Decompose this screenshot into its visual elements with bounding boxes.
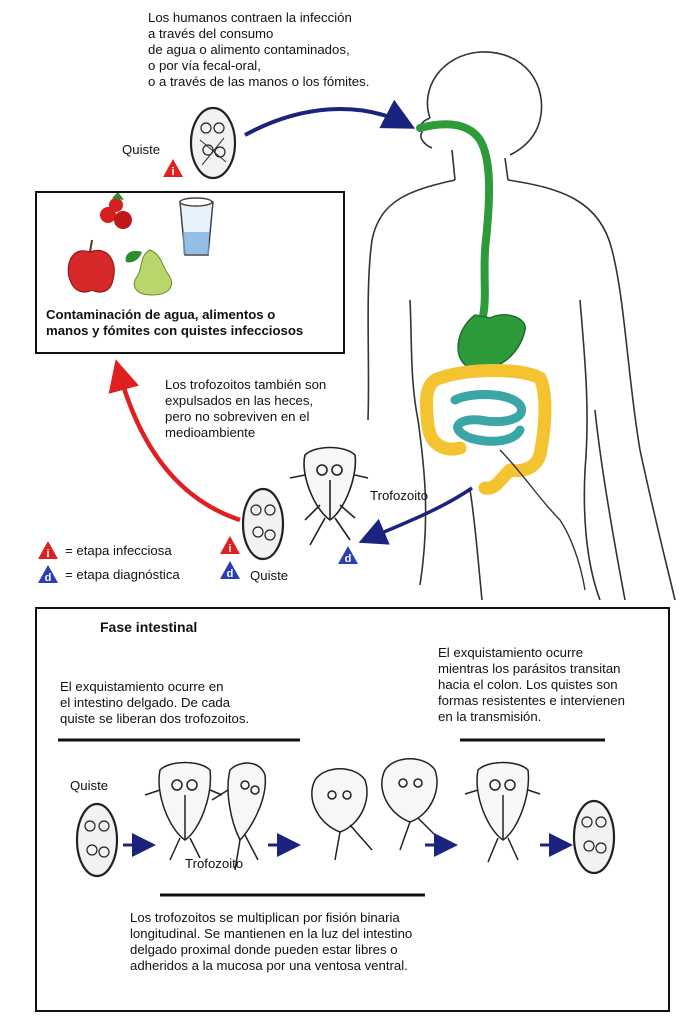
contamination-text: Contaminación de agua, alimentos o manos… [46,307,304,338]
arrow-to-contamination [108,359,241,523]
diagnostic-stage-icon-cyst: d [220,561,240,580]
intestinal-phase-box [35,607,670,1012]
multiplication-text: Los trofozoitos se multiplican por fisió… [130,910,413,973]
intestinal-cyst-label: Quiste [70,778,109,793]
cyst-illustration-top [189,106,237,180]
legend-diagnostic: d = etapa diagnóstica [37,564,180,584]
infective-stage-icon: i [163,159,183,178]
intestinal-trophozoites [144,758,541,871]
legend-diagnostic-text: = etapa diagnóstica [65,566,180,582]
arrow-to-feces [358,486,473,545]
legend-infective-icon: i [38,541,58,560]
legend-infective: i = etapa infecciosa [37,540,172,560]
svg-text:i: i [46,548,49,560]
diagnostic-stage-icon-trophozoite: d [338,546,358,565]
legend-diagnostic-icon: d [38,565,58,584]
intestinal-phase-title: Fase intestinal [100,619,198,635]
trofozoito-label-mid: Trofozoito [370,488,429,503]
transmission-caption: Los humanos contraen la infección a trav… [148,10,370,89]
food-illustrations [67,192,214,296]
digestive-tract [416,120,586,591]
trophozoite-illustration-mid [289,446,369,546]
encystation-text: El exquistamiento ocurre mientras los pa… [438,645,625,724]
svg-text:i: i [228,543,231,555]
infective-stage-icon-mid: i [220,536,240,555]
human-body-outline [367,51,676,601]
svg-text:i: i [171,166,174,178]
cyst-illustration-mid [241,487,285,561]
intestinal-cyst-left [75,802,119,878]
svg-text:d: d [345,553,352,565]
intestinal-trofozoito-label: Trofozoito [185,856,244,871]
cyst-label-mid: Quiste [250,568,289,583]
contamination-box: Contaminación de agua, alimentos o manos… [35,191,345,354]
excystation-text: El exquistamiento ocurre en el intestino… [60,679,250,726]
svg-text:d: d [227,568,234,580]
intestinal-cyst-right [572,799,616,875]
svg-text:d: d [45,572,52,584]
legend-infective-text: = etapa infecciosa [65,542,172,558]
cyst-label-top: Quiste [122,142,161,157]
arrow-to-mouth [244,99,416,137]
trophozoites-expelled-text: Los trofozoitos también son expulsados e… [165,377,327,440]
